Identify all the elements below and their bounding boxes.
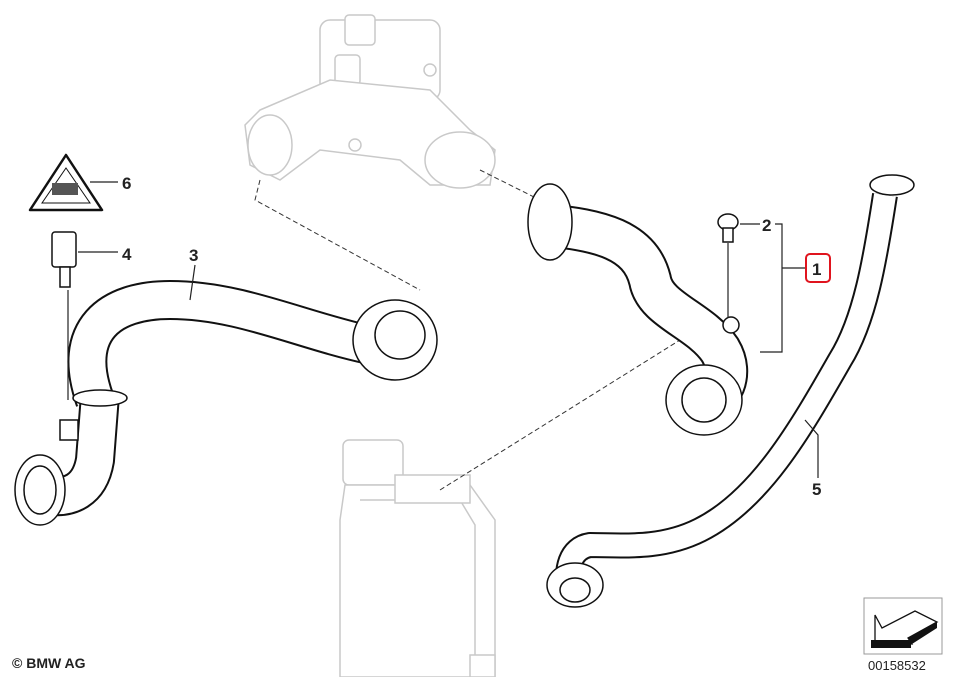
sensor-part-4 — [51, 231, 77, 288]
warning-label-part-6 — [28, 153, 104, 212]
callout-1[interactable]: 1 — [812, 260, 821, 279]
callout-2[interactable]: 2 — [762, 216, 771, 235]
callout-1-highlight — [805, 253, 831, 283]
callout-5[interactable]: 5 — [812, 480, 821, 499]
drawing-number: 00158532 — [868, 658, 926, 673]
callout-3[interactable]: 3 — [189, 246, 198, 265]
hose-part-3 — [14, 280, 438, 526]
callout-4[interactable]: 4 — [122, 245, 132, 264]
expansion-tank-ghost — [339, 439, 496, 677]
callout-6[interactable]: 6 — [122, 174, 131, 193]
screw-part-2 — [717, 213, 739, 243]
hose-part-5 — [546, 174, 915, 608]
thermostat-housing-ghost — [244, 14, 496, 189]
orientation-arrow-icon — [863, 597, 943, 655]
copyright-text: © BMW AG — [12, 655, 86, 671]
hose-part-1 — [527, 183, 749, 436]
